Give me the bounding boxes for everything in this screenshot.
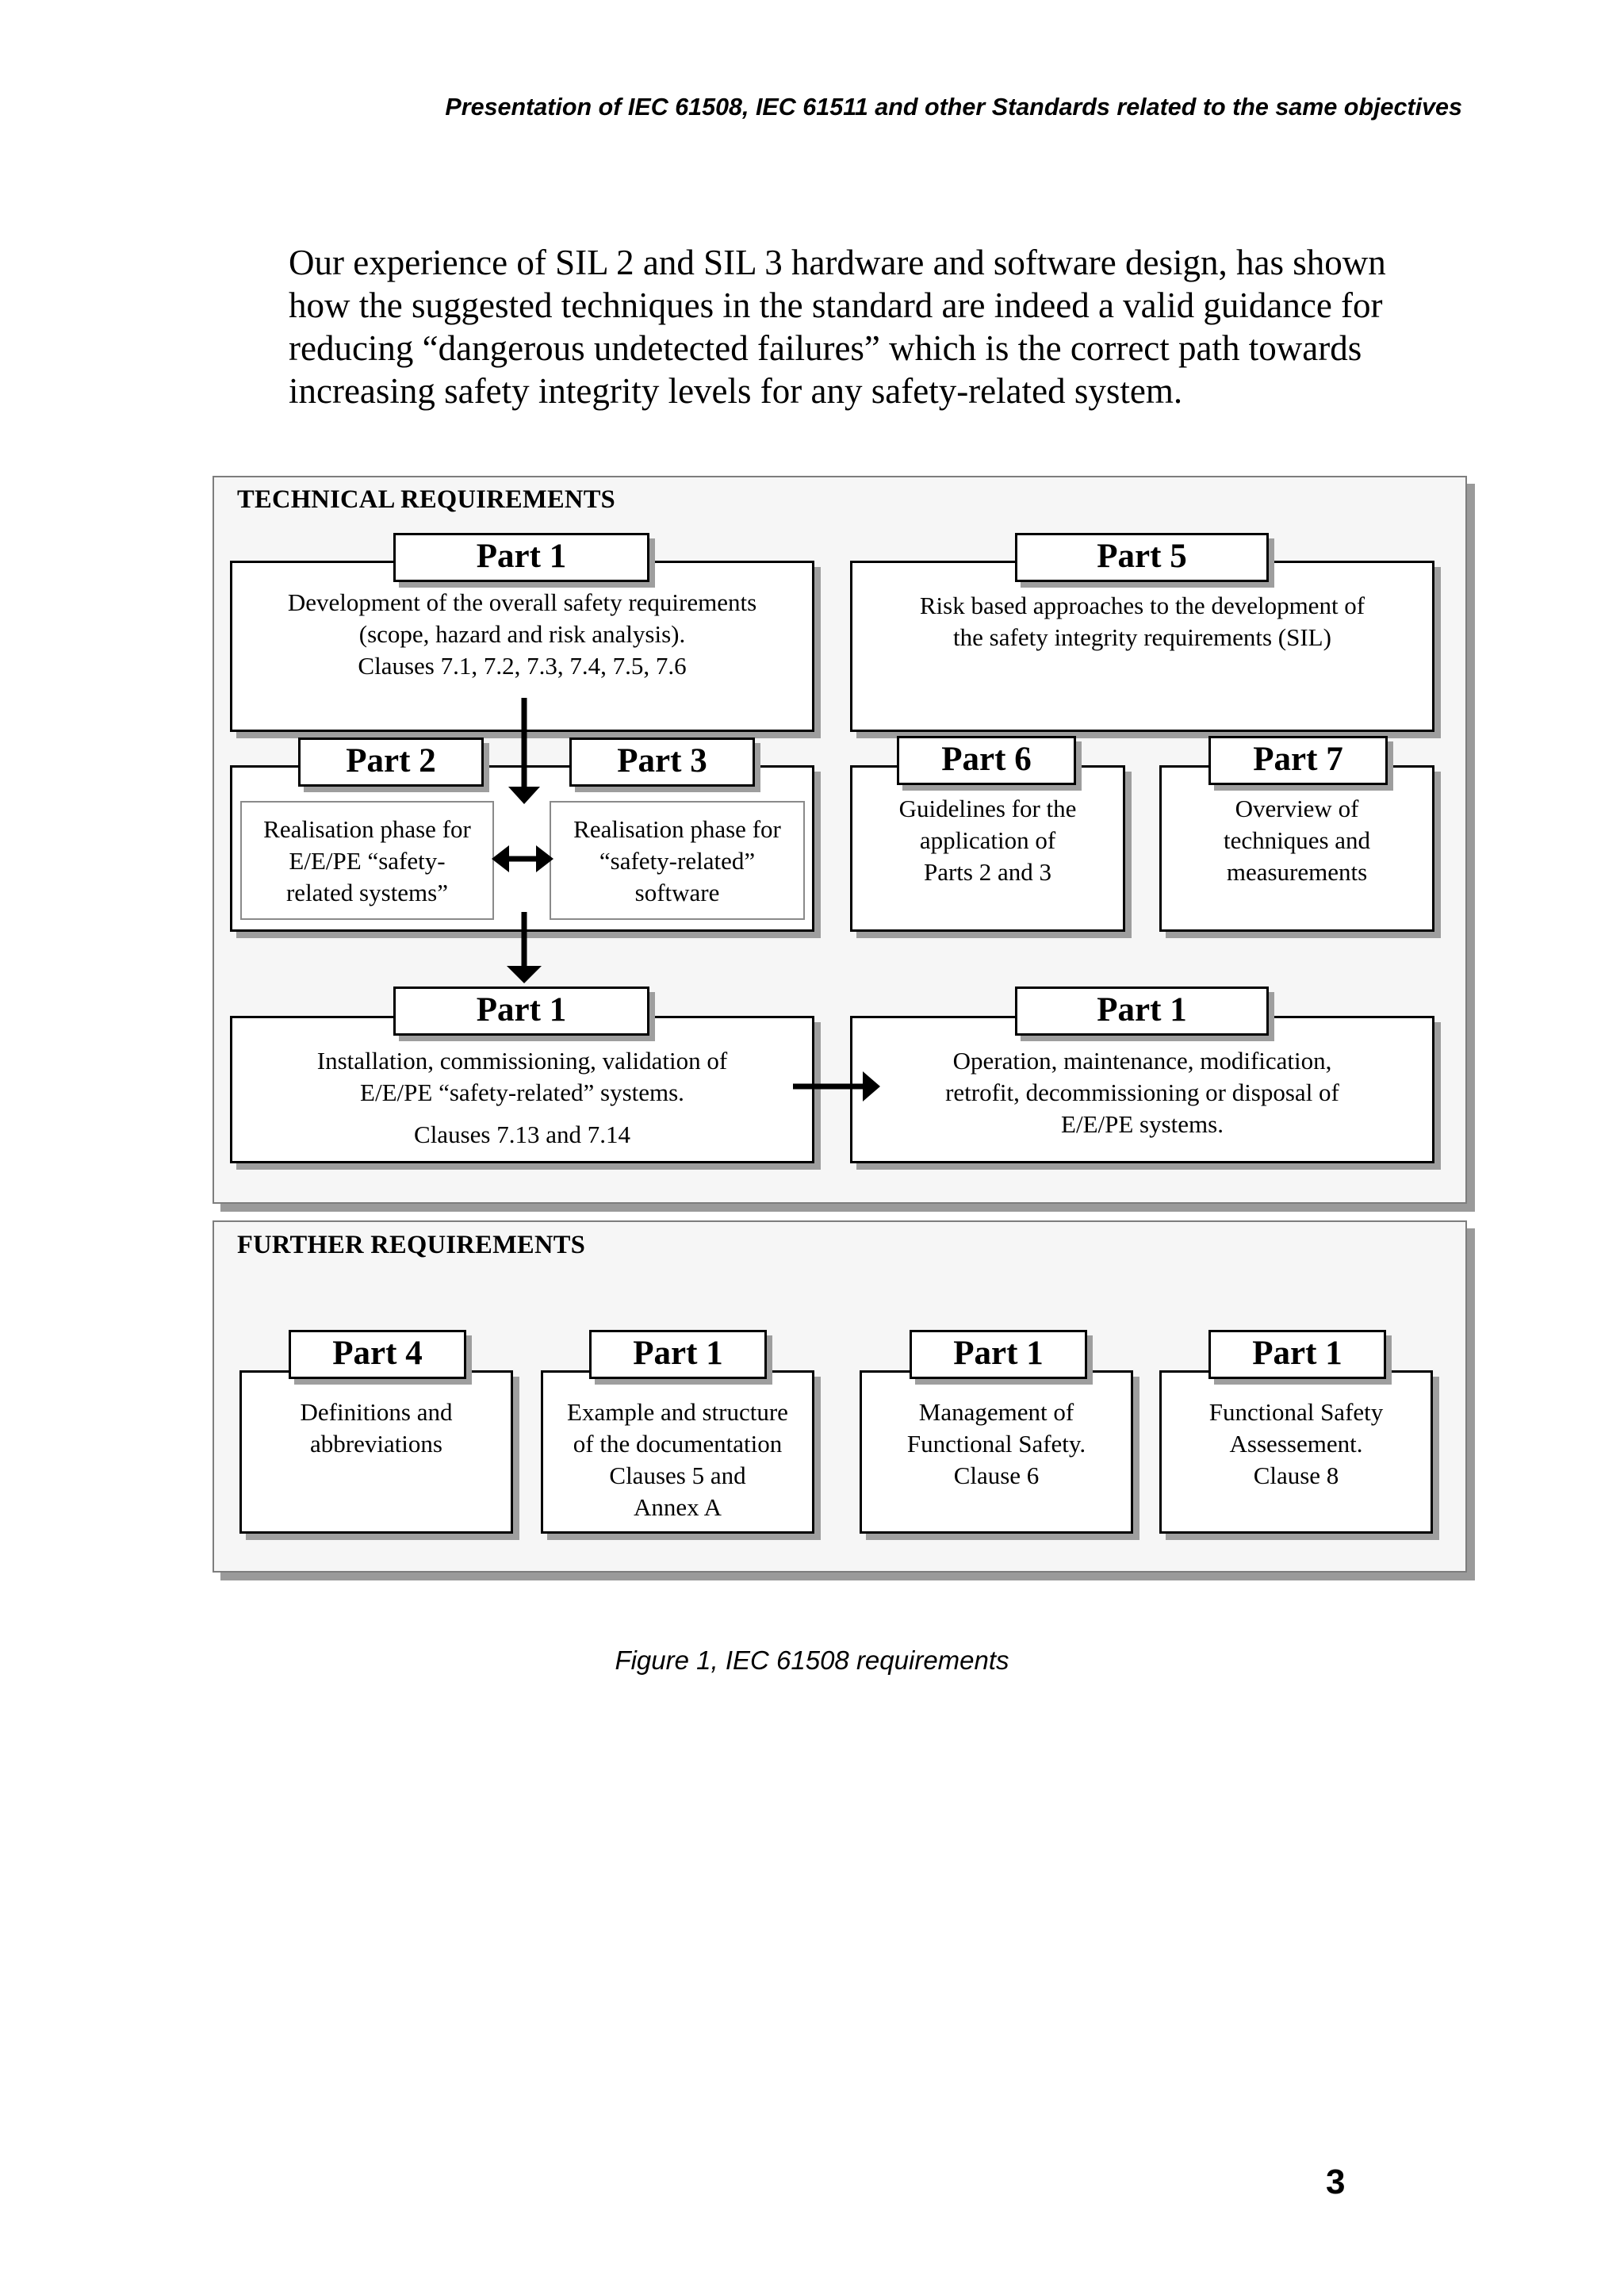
part2-realisation-box: Realisation phase for E/E/PE “safety- re… bbox=[240, 801, 494, 920]
box-line: Functional Safety bbox=[1208, 1398, 1384, 1426]
box-line: Clauses 5 and bbox=[609, 1462, 746, 1489]
box-line: (scope, hazard and risk analysis). bbox=[358, 620, 686, 648]
technical-requirements-title: TECHNICAL REQUIREMENTS bbox=[237, 485, 616, 514]
part1-mgmt-label: Part 1 bbox=[910, 1330, 1087, 1379]
running-header: Presentation of IEC 61508, IEC 61511 and… bbox=[445, 94, 1462, 121]
arrowhead-right-icon bbox=[863, 1071, 880, 1101]
part3-label: Part 3 bbox=[569, 737, 755, 787]
box-line: Clause 6 bbox=[953, 1462, 1040, 1489]
part1-documentation-box: Example and structure of the documentati… bbox=[541, 1370, 814, 1534]
box-line: Clauses 7.13 and 7.14 bbox=[414, 1121, 630, 1148]
intro-line: how the suggested techniques in the stan… bbox=[289, 285, 1383, 325]
part5-label: Part 5 bbox=[1015, 533, 1269, 582]
part2-label: Part 2 bbox=[298, 737, 484, 787]
box-line: Assessement. bbox=[1229, 1430, 1363, 1458]
part1-assess-label: Part 1 bbox=[1208, 1330, 1386, 1379]
part4-box: Definitions and abbreviations bbox=[239, 1370, 513, 1534]
box-line: Management of bbox=[918, 1398, 1074, 1426]
box-line: Development of the overall safety requir… bbox=[287, 588, 757, 616]
box-line: Parts 2 and 3 bbox=[923, 858, 1051, 886]
arrowhead-down-icon bbox=[507, 966, 542, 983]
box-line: related systems” bbox=[285, 879, 448, 906]
part6-label: Part 6 bbox=[897, 736, 1076, 785]
part1-operation-label: Part 1 bbox=[1015, 987, 1269, 1036]
part1-assessment-box: Functional Safety Assessement. Clause 8 bbox=[1159, 1370, 1433, 1534]
arrowhead-left-icon bbox=[492, 845, 509, 872]
part5-box: Risk based approaches to the development… bbox=[850, 561, 1434, 732]
box-line: Annex A bbox=[633, 1493, 722, 1521]
box-line: Operation, maintenance, modification, bbox=[952, 1047, 1332, 1075]
part1-operation-box: Operation, maintenance, modification, re… bbox=[850, 1016, 1434, 1163]
box-line: Risk based approaches to the development… bbox=[919, 592, 1365, 619]
further-requirements-title: FURTHER REQUIREMENTS bbox=[237, 1231, 586, 1259]
box-line: Guidelines for the bbox=[898, 795, 1077, 822]
box-line: Realisation phase for bbox=[573, 815, 781, 843]
box-line: Clauses 7.1, 7.2, 7.3, 7.4, 7.5, 7.6 bbox=[358, 652, 687, 680]
part1-install-label: Part 1 bbox=[393, 987, 649, 1036]
part4-label: Part 4 bbox=[289, 1330, 466, 1379]
box-line: measurements bbox=[1226, 858, 1368, 886]
part1-installation-box: Installation, commissioning, validation … bbox=[230, 1016, 814, 1163]
box-line: Example and structure bbox=[567, 1398, 788, 1426]
box-line: application of bbox=[919, 826, 1056, 854]
box-line: Installation, commissioning, validation … bbox=[316, 1047, 728, 1075]
figure-caption: Figure 1, IEC 61508 requirements bbox=[615, 1645, 1009, 1675]
page-number: 3 bbox=[1326, 2163, 1346, 2201]
intro-line: increasing safety integrity levels for a… bbox=[289, 371, 1183, 411]
part1-management-box: Management of Functional Safety. Clause … bbox=[860, 1370, 1133, 1534]
box-line: abbreviations bbox=[309, 1430, 442, 1458]
box-line: E/E/PE “safety-related” systems. bbox=[360, 1078, 684, 1106]
intro-paragraph: Our experience of SIL 2 and SIL 3 hardwa… bbox=[289, 241, 1462, 412]
box-line: retrofit, decommissioning or disposal of bbox=[945, 1078, 1339, 1106]
part3-realisation-box: Realisation phase for “safety-related” s… bbox=[550, 801, 805, 920]
box-line: “safety-related” bbox=[599, 847, 756, 875]
box-line: the safety integrity requirements (SIL) bbox=[953, 623, 1331, 651]
intro-line: reducing “dangerous undetected failures”… bbox=[289, 328, 1362, 368]
box-line: Realisation phase for bbox=[263, 815, 471, 843]
intro-line: Our experience of SIL 2 and SIL 3 hardwa… bbox=[289, 243, 1386, 282]
box-line: Definitions and bbox=[300, 1398, 453, 1426]
part7-box: Overview of techniques and measurements bbox=[1159, 765, 1434, 932]
arrowhead-down-icon bbox=[508, 787, 540, 804]
box-line: techniques and bbox=[1223, 826, 1371, 854]
box-line: Overview of bbox=[1235, 795, 1359, 822]
box-line: E/E/PE “safety- bbox=[289, 847, 446, 875]
arrowhead-right-icon bbox=[536, 845, 553, 872]
box-line: E/E/PE systems. bbox=[1061, 1110, 1224, 1138]
part1-top-label: Part 1 bbox=[393, 533, 649, 582]
box-line: of the documentation bbox=[573, 1430, 783, 1458]
part7-label: Part 7 bbox=[1208, 736, 1388, 785]
box-line: Functional Safety. bbox=[906, 1430, 1086, 1458]
box-line: software bbox=[634, 879, 720, 906]
box-line: Clause 8 bbox=[1253, 1462, 1339, 1489]
part1-doc-label: Part 1 bbox=[589, 1330, 767, 1379]
